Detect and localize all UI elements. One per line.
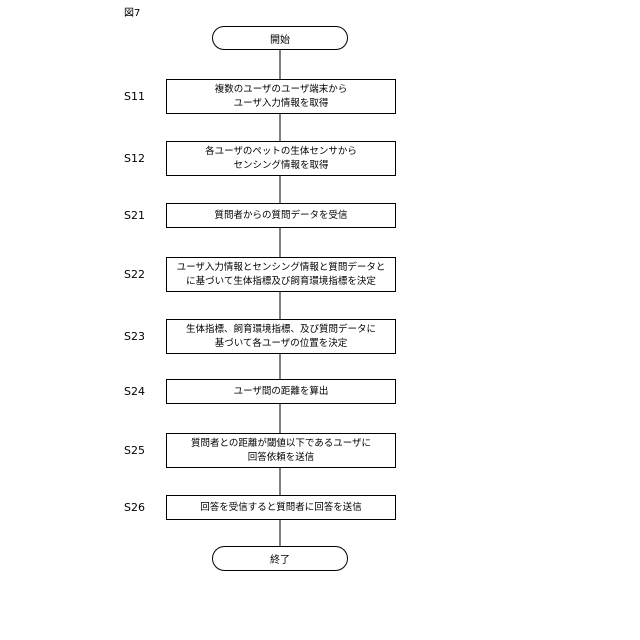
step-text: 質問者との距離が閾値以下であるユーザに 回答依頼を送信 [191,437,371,465]
step-text: 回答を受信すると質問者に回答を送信 [200,501,362,515]
step-text: 各ユーザのペットの生体センサから センシング情報を取得 [205,145,357,173]
step-id: S21 [124,209,170,223]
step-box-s25: 質問者との距離が閾値以下であるユーザに 回答依頼を送信 [166,433,396,468]
step-box-s12: 各ユーザのペットの生体センサから センシング情報を取得 [166,141,396,176]
step-id: S25 [124,444,170,458]
step-box-s22: ユーザ入力情報とセンシング情報と質問データと に基づいて生体指標及び飼育環境指標… [166,257,396,292]
start-terminal: 開始 [212,26,348,50]
start-label: 開始 [270,31,290,46]
step-text: ユーザ入力情報とセンシング情報と質問データと に基づいて生体指標及び飼育環境指標… [177,261,386,289]
step-id: S12 [124,152,170,166]
end-label: 終了 [270,551,290,566]
step-id: S11 [124,90,170,104]
step-box-s11: 複数のユーザのユーザ端末から ユーザ入力情報を取得 [166,79,396,114]
step-box-s24: ユーザ間の距離を算出 [166,379,396,404]
step-text: 質問者からの質問データを受信 [214,209,347,223]
step-id: S24 [124,385,170,399]
step-id: S22 [124,268,170,282]
step-box-s21: 質問者からの質問データを受信 [166,203,396,228]
step-id: S26 [124,501,170,515]
step-box-s23: 生体指標、飼育環境指標、及び質問データに 基づいて各ユーザの位置を決定 [166,319,396,354]
step-id: S23 [124,330,170,344]
step-text: 生体指標、飼育環境指標、及び質問データに 基づいて各ユーザの位置を決定 [186,323,376,351]
step-text: 複数のユーザのユーザ端末から ユーザ入力情報を取得 [215,83,348,111]
step-box-s26: 回答を受信すると質問者に回答を送信 [166,495,396,520]
step-text: ユーザ間の距離を算出 [234,385,329,399]
end-terminal: 終了 [212,546,348,571]
